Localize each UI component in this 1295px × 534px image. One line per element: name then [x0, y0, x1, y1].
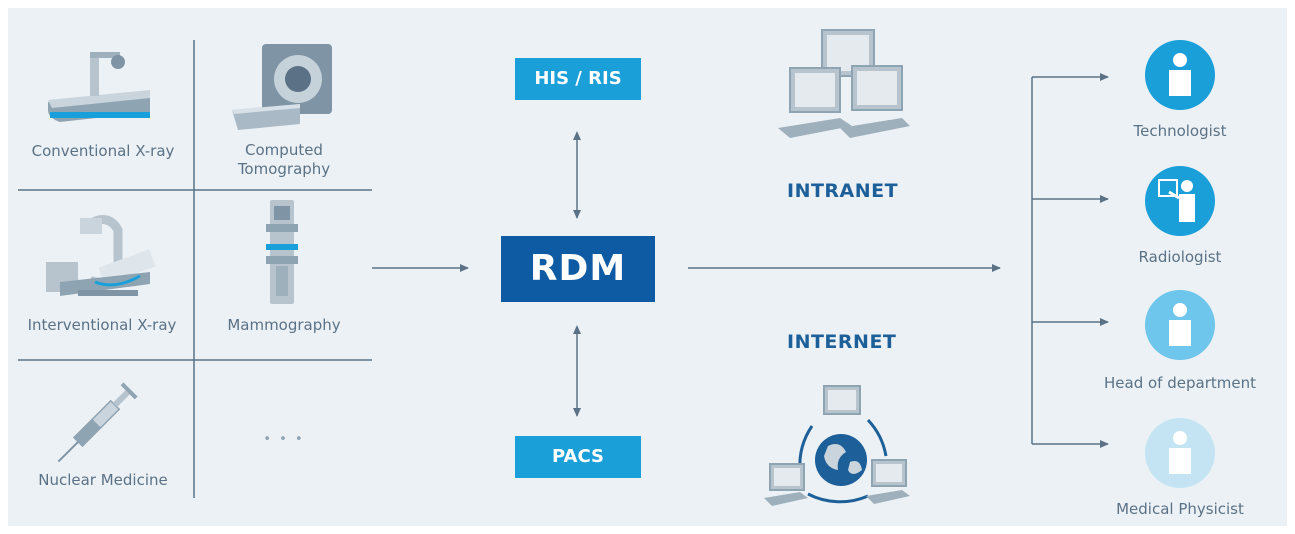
radiologist-avatar [1145, 166, 1215, 236]
person-icon [1169, 431, 1191, 474]
intranet-computers-icon [778, 29, 910, 138]
person-icon [1169, 303, 1191, 346]
label-ct-line1: Computed [245, 141, 323, 159]
internet-network-icon [764, 385, 910, 506]
technologist-avatar [1145, 40, 1215, 110]
label-radiologist: Radiologist [1138, 248, 1222, 266]
syringe-icon [57, 382, 138, 463]
label-interventional-xray: Interventional X-ray [27, 316, 177, 334]
mammography-icon [266, 200, 298, 304]
medical-physicist-avatar [1145, 418, 1215, 488]
label-mammography: Mammography [227, 316, 341, 334]
label-medical-physicist: Medical Physicist [1116, 500, 1244, 518]
more-modalities-dots: • • • [263, 432, 305, 447]
his-ris-box: HIS / RIS [515, 58, 641, 100]
rdm-box: RDM [501, 236, 655, 302]
internet-label: INTERNET [787, 331, 897, 353]
conventional-xray-icon [48, 52, 150, 122]
intranet-label: INTRANET [787, 180, 899, 202]
radiologist-icon [1158, 179, 1195, 222]
roles-bracket [1031, 73, 1109, 448]
ct-scanner-icon [232, 44, 332, 130]
label-nuclear-medicine: Nuclear Medicine [38, 471, 168, 489]
head-of-department-avatar [1145, 290, 1215, 360]
interventional-xray-icon [46, 215, 156, 296]
modality-grid-lines [18, 40, 372, 498]
label-technologist: Technologist [1133, 122, 1227, 140]
label-ct-line2: Tomography [237, 160, 331, 178]
pacs-box: PACS [515, 436, 641, 478]
label-head-of-department: Head of department [1104, 374, 1256, 392]
label-conventional-xray: Conventional X-ray [31, 142, 175, 160]
person-icon [1169, 53, 1191, 96]
